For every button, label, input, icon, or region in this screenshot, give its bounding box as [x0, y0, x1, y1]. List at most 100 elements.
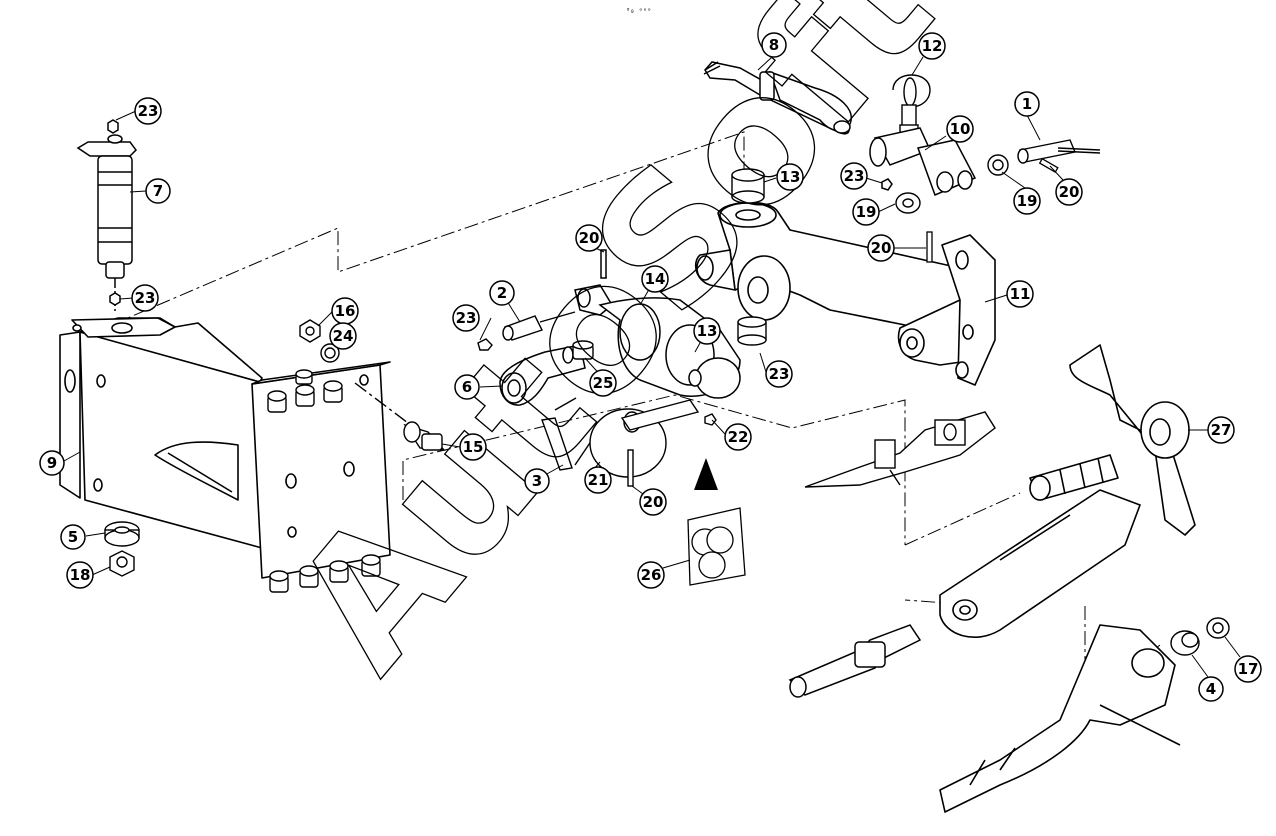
callout-19-a: 19: [852, 198, 880, 226]
svg-text:8: 8: [769, 36, 779, 54]
svg-text:22: 22: [728, 428, 749, 446]
svg-text:3: 3: [532, 472, 542, 490]
cylinder-assembly: [804, 411, 996, 488]
callout-9: 9: [39, 450, 65, 476]
callout-17: 17: [1234, 655, 1262, 683]
svg-text:23: 23: [135, 289, 156, 307]
callout-20-a: 20: [575, 224, 603, 252]
steering-knuckle-27: [1029, 344, 1196, 536]
svg-text:21: 21: [588, 471, 609, 489]
callout-4: 4: [1198, 676, 1224, 702]
mounting-plate: [251, 361, 391, 579]
nut-17: [1206, 617, 1230, 639]
callout-20-d: 20: [639, 488, 667, 516]
svg-text:12: 12: [922, 37, 943, 55]
svg-text:24: 24: [333, 327, 354, 345]
link-arm-6: [499, 344, 586, 406]
callout-14: 14: [641, 265, 669, 293]
svg-text:23: 23: [456, 309, 477, 327]
callout-13-top: 13: [776, 163, 804, 191]
warning-triangle-icon: [694, 458, 718, 490]
mounting-bracket: [59, 317, 263, 549]
callout-3: 3: [524, 468, 550, 494]
svg-text:20: 20: [1059, 183, 1080, 201]
washer-24: [320, 343, 340, 363]
svg-text:5: 5: [68, 528, 78, 546]
callout-10: 10: [946, 115, 974, 143]
svg-text:7: 7: [153, 182, 163, 200]
callout-20-c: 20: [1055, 178, 1083, 206]
callout-2: 2: [489, 280, 515, 306]
washer-assembly: [589, 399, 717, 487]
svg-text:20: 20: [579, 229, 600, 247]
callout-20-b: 20: [867, 234, 895, 262]
svg-text:23: 23: [0, 0, 10, 9]
svg-text:18: 18: [70, 566, 91, 584]
tie-rod-end: [788, 624, 922, 698]
bushing-13-bottom: [737, 316, 767, 346]
pin-1: [1017, 139, 1101, 164]
svg-text:10: 10: [950, 120, 971, 138]
svg-text:23: 23: [844, 167, 865, 185]
pivot-pin-7: [76, 119, 137, 312]
washer-19-b: [987, 154, 1009, 176]
svg-text:23: 23: [138, 102, 159, 120]
svg-text:9: 9: [47, 454, 57, 472]
svg-text:23: 23: [769, 365, 790, 383]
svg-text:17: 17: [1238, 660, 1259, 678]
nut-18: [109, 550, 135, 577]
callout-21: 21: [584, 466, 612, 494]
svg-text:19: 19: [1017, 192, 1038, 210]
bushing-4: [1170, 630, 1200, 656]
spring-pins-20: [926, 157, 1059, 263]
washer-5: [104, 521, 140, 547]
plate-bolts: [267, 369, 381, 593]
svg-text:1: 1: [1022, 95, 1032, 113]
callout-12: 12: [918, 32, 946, 60]
header-mark: ⁰₀ ᵒᵒᵒ: [626, 7, 651, 15]
clevis-10: [869, 127, 977, 197]
svg-text:26: 26: [641, 566, 662, 584]
svg-text:15: 15: [463, 438, 484, 456]
svg-text:14: 14: [645, 270, 666, 288]
bushing-25: [572, 340, 594, 360]
lynch-pin-12: [892, 74, 931, 136]
svg-text:13: 13: [780, 168, 801, 186]
callout-8: 8: [761, 32, 787, 58]
callout-24: 24: [329, 322, 357, 350]
watermark: AutoSoft: [257, 0, 972, 707]
callout-18: 18: [66, 561, 94, 589]
bolt-15: [354, 382, 446, 451]
svg-text:11: 11: [1010, 285, 1031, 303]
callout-23-right: 23: [840, 162, 868, 190]
svg-text:20: 20: [643, 493, 664, 511]
callout-6: 6: [454, 374, 480, 400]
svg-text:4: 4: [1206, 680, 1216, 698]
callout-26: 26: [637, 561, 665, 589]
bushing-13-top: [731, 168, 765, 204]
decal-26: [687, 507, 746, 586]
washer-19-a: [895, 192, 921, 214]
callout-22: 22: [724, 423, 752, 451]
svg-text:13: 13: [697, 322, 718, 340]
callout-23-pin: 23: [131, 284, 159, 312]
handle-8: [703, 61, 852, 135]
callout-labels: 1 2 3 4 5 6 7 8 9 10 11 12 13 13 14 15 1…: [0, 0, 1262, 702]
lower-arm: [939, 624, 1181, 813]
callout-15: 15: [459, 433, 487, 461]
pin-21: [541, 397, 601, 471]
callout-25: 25: [589, 369, 617, 397]
callout-27: 27: [1207, 416, 1235, 444]
nut-16: [299, 319, 321, 343]
svg-text:6: 6: [462, 378, 472, 396]
svg-text:20: 20: [871, 239, 892, 257]
svg-text:19: 19: [856, 203, 877, 221]
svg-text:25: 25: [593, 374, 614, 392]
svg-text:27: 27: [1211, 421, 1232, 439]
callout-7: 7: [145, 178, 171, 204]
callout-11: 11: [1006, 280, 1034, 308]
callout-1: 1: [1014, 91, 1040, 117]
callout-13-mid: 13: [693, 317, 721, 345]
callout-19-b: 19: [1013, 187, 1041, 215]
